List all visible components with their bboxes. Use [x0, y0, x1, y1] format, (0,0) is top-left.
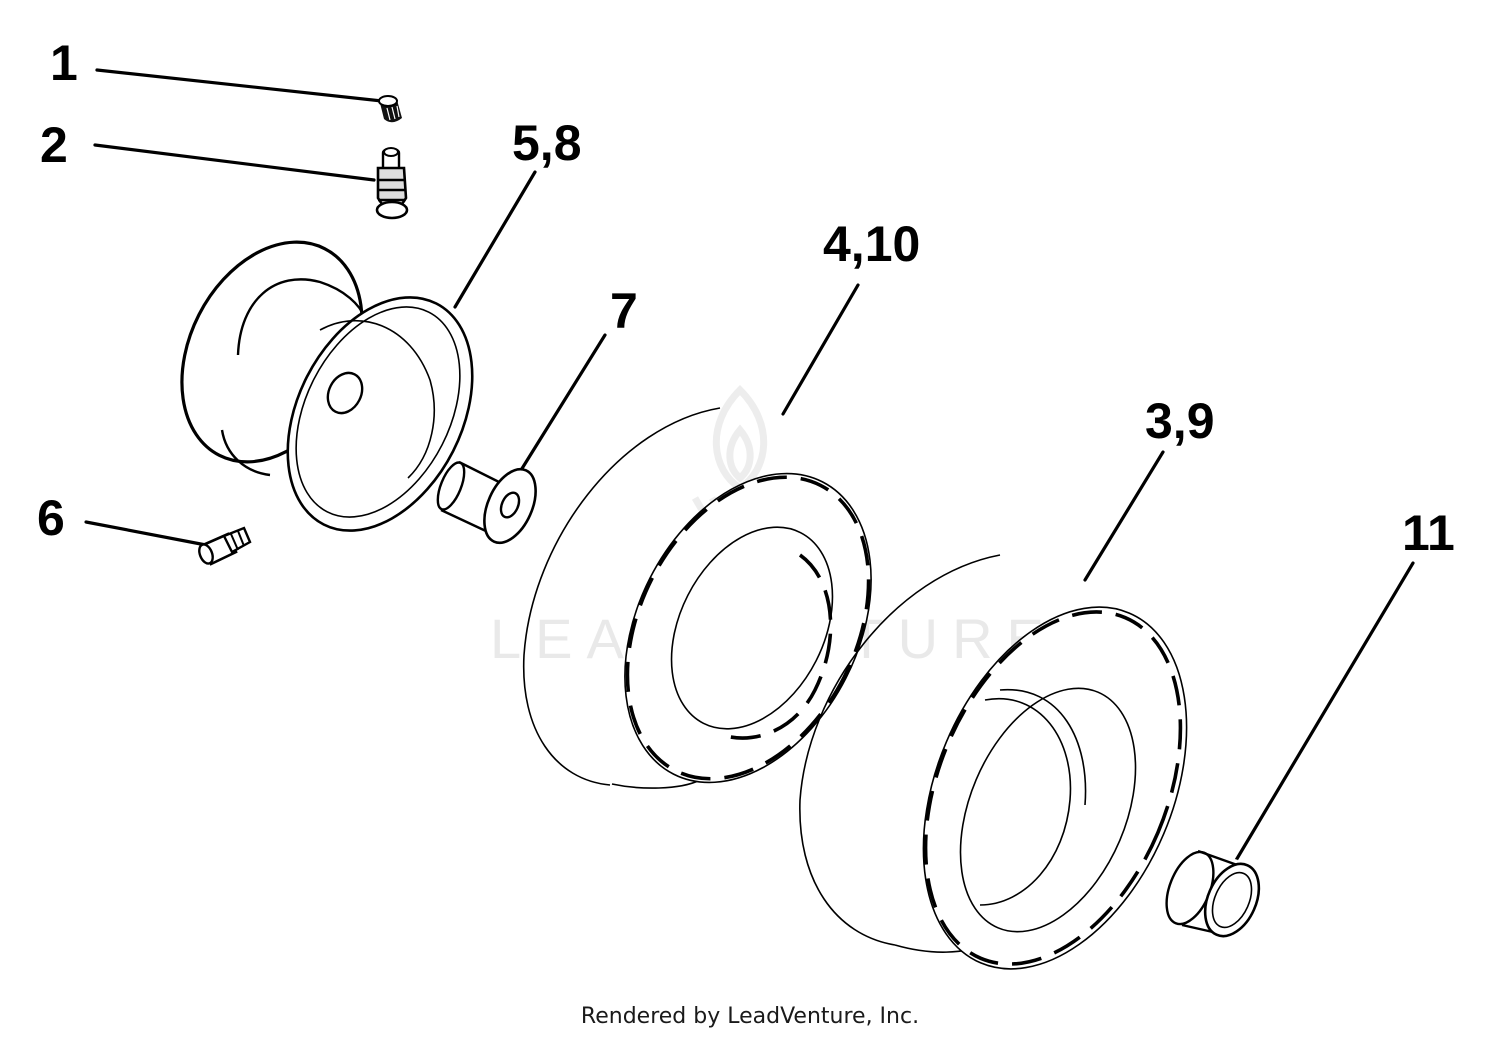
leader-line-1 [95, 68, 384, 103]
valve-stem-part [375, 147, 409, 220]
leader-line-6 [84, 520, 208, 547]
front-tire-part [522, 407, 872, 789]
callout-1: 1 [50, 35, 78, 91]
grease-fitting-part [198, 526, 252, 566]
bushing-part [436, 460, 537, 545]
leader-line-4-10 [781, 283, 860, 416]
hub-cap-part [1165, 848, 1261, 938]
leader-line-11 [1233, 561, 1415, 864]
callout-2: 2 [40, 117, 68, 173]
leader-line-3-9 [1083, 450, 1165, 582]
leader-lines [84, 68, 1415, 864]
callout-6: 6 [37, 490, 65, 546]
rear-tire-part [799, 554, 1188, 970]
callout-7: 7 [610, 283, 638, 339]
valve-cap-part [378, 95, 402, 123]
callout-5-8: 5,8 [512, 115, 582, 171]
leader-line-2 [93, 143, 376, 182]
wheel-rim-part [180, 240, 474, 532]
callout-3-9: 3,9 [1145, 393, 1215, 449]
leader-line-7 [516, 333, 607, 477]
callout-4-10: 4,10 [823, 216, 920, 272]
callout-labels: 1 2 5,8 7 4,10 3,9 6 11 [37, 35, 1455, 561]
footer-credit: Rendered by LeadVenture, Inc. [581, 1004, 919, 1029]
leader-line-5-8 [453, 170, 537, 309]
callout-11: 11 [1402, 505, 1455, 561]
